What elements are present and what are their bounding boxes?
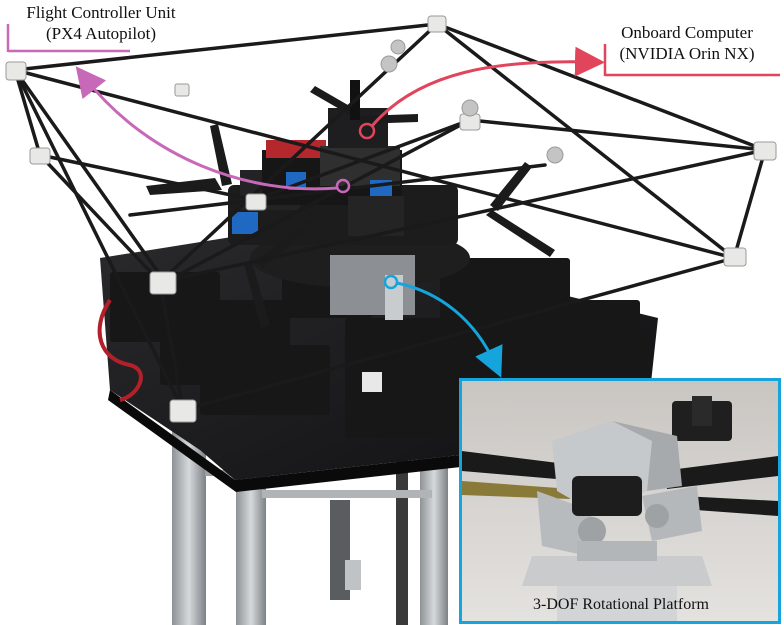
label-flight-controller: Flight Controller Unit (PX4 Autopilot) xyxy=(6,2,196,44)
label-flight-controller-line2: (PX4 Autopilot) xyxy=(45,24,157,43)
propellers xyxy=(146,80,555,328)
callout-onboard-computer xyxy=(358,46,605,140)
inset-photo-platform xyxy=(459,378,781,624)
label-flight-controller-line1: Flight Controller Unit xyxy=(26,3,176,22)
drone-body xyxy=(228,108,470,320)
gimbal-closeup xyxy=(462,381,778,621)
protective-cage xyxy=(13,22,767,412)
label-onboard-computer-line2: (NVIDIA Orin NX) xyxy=(619,44,755,63)
label-onboard-computer: Onboard Computer (NVIDIA Orin NX) xyxy=(594,22,780,64)
label-onboard-computer-line1: Onboard Computer xyxy=(621,23,753,42)
cable xyxy=(97,298,143,402)
callout-flight-controller xyxy=(75,66,351,194)
callout-platform xyxy=(383,274,503,378)
label-platform: 3-DOF Rotational Platform xyxy=(533,596,709,613)
cage-joints xyxy=(5,15,777,423)
